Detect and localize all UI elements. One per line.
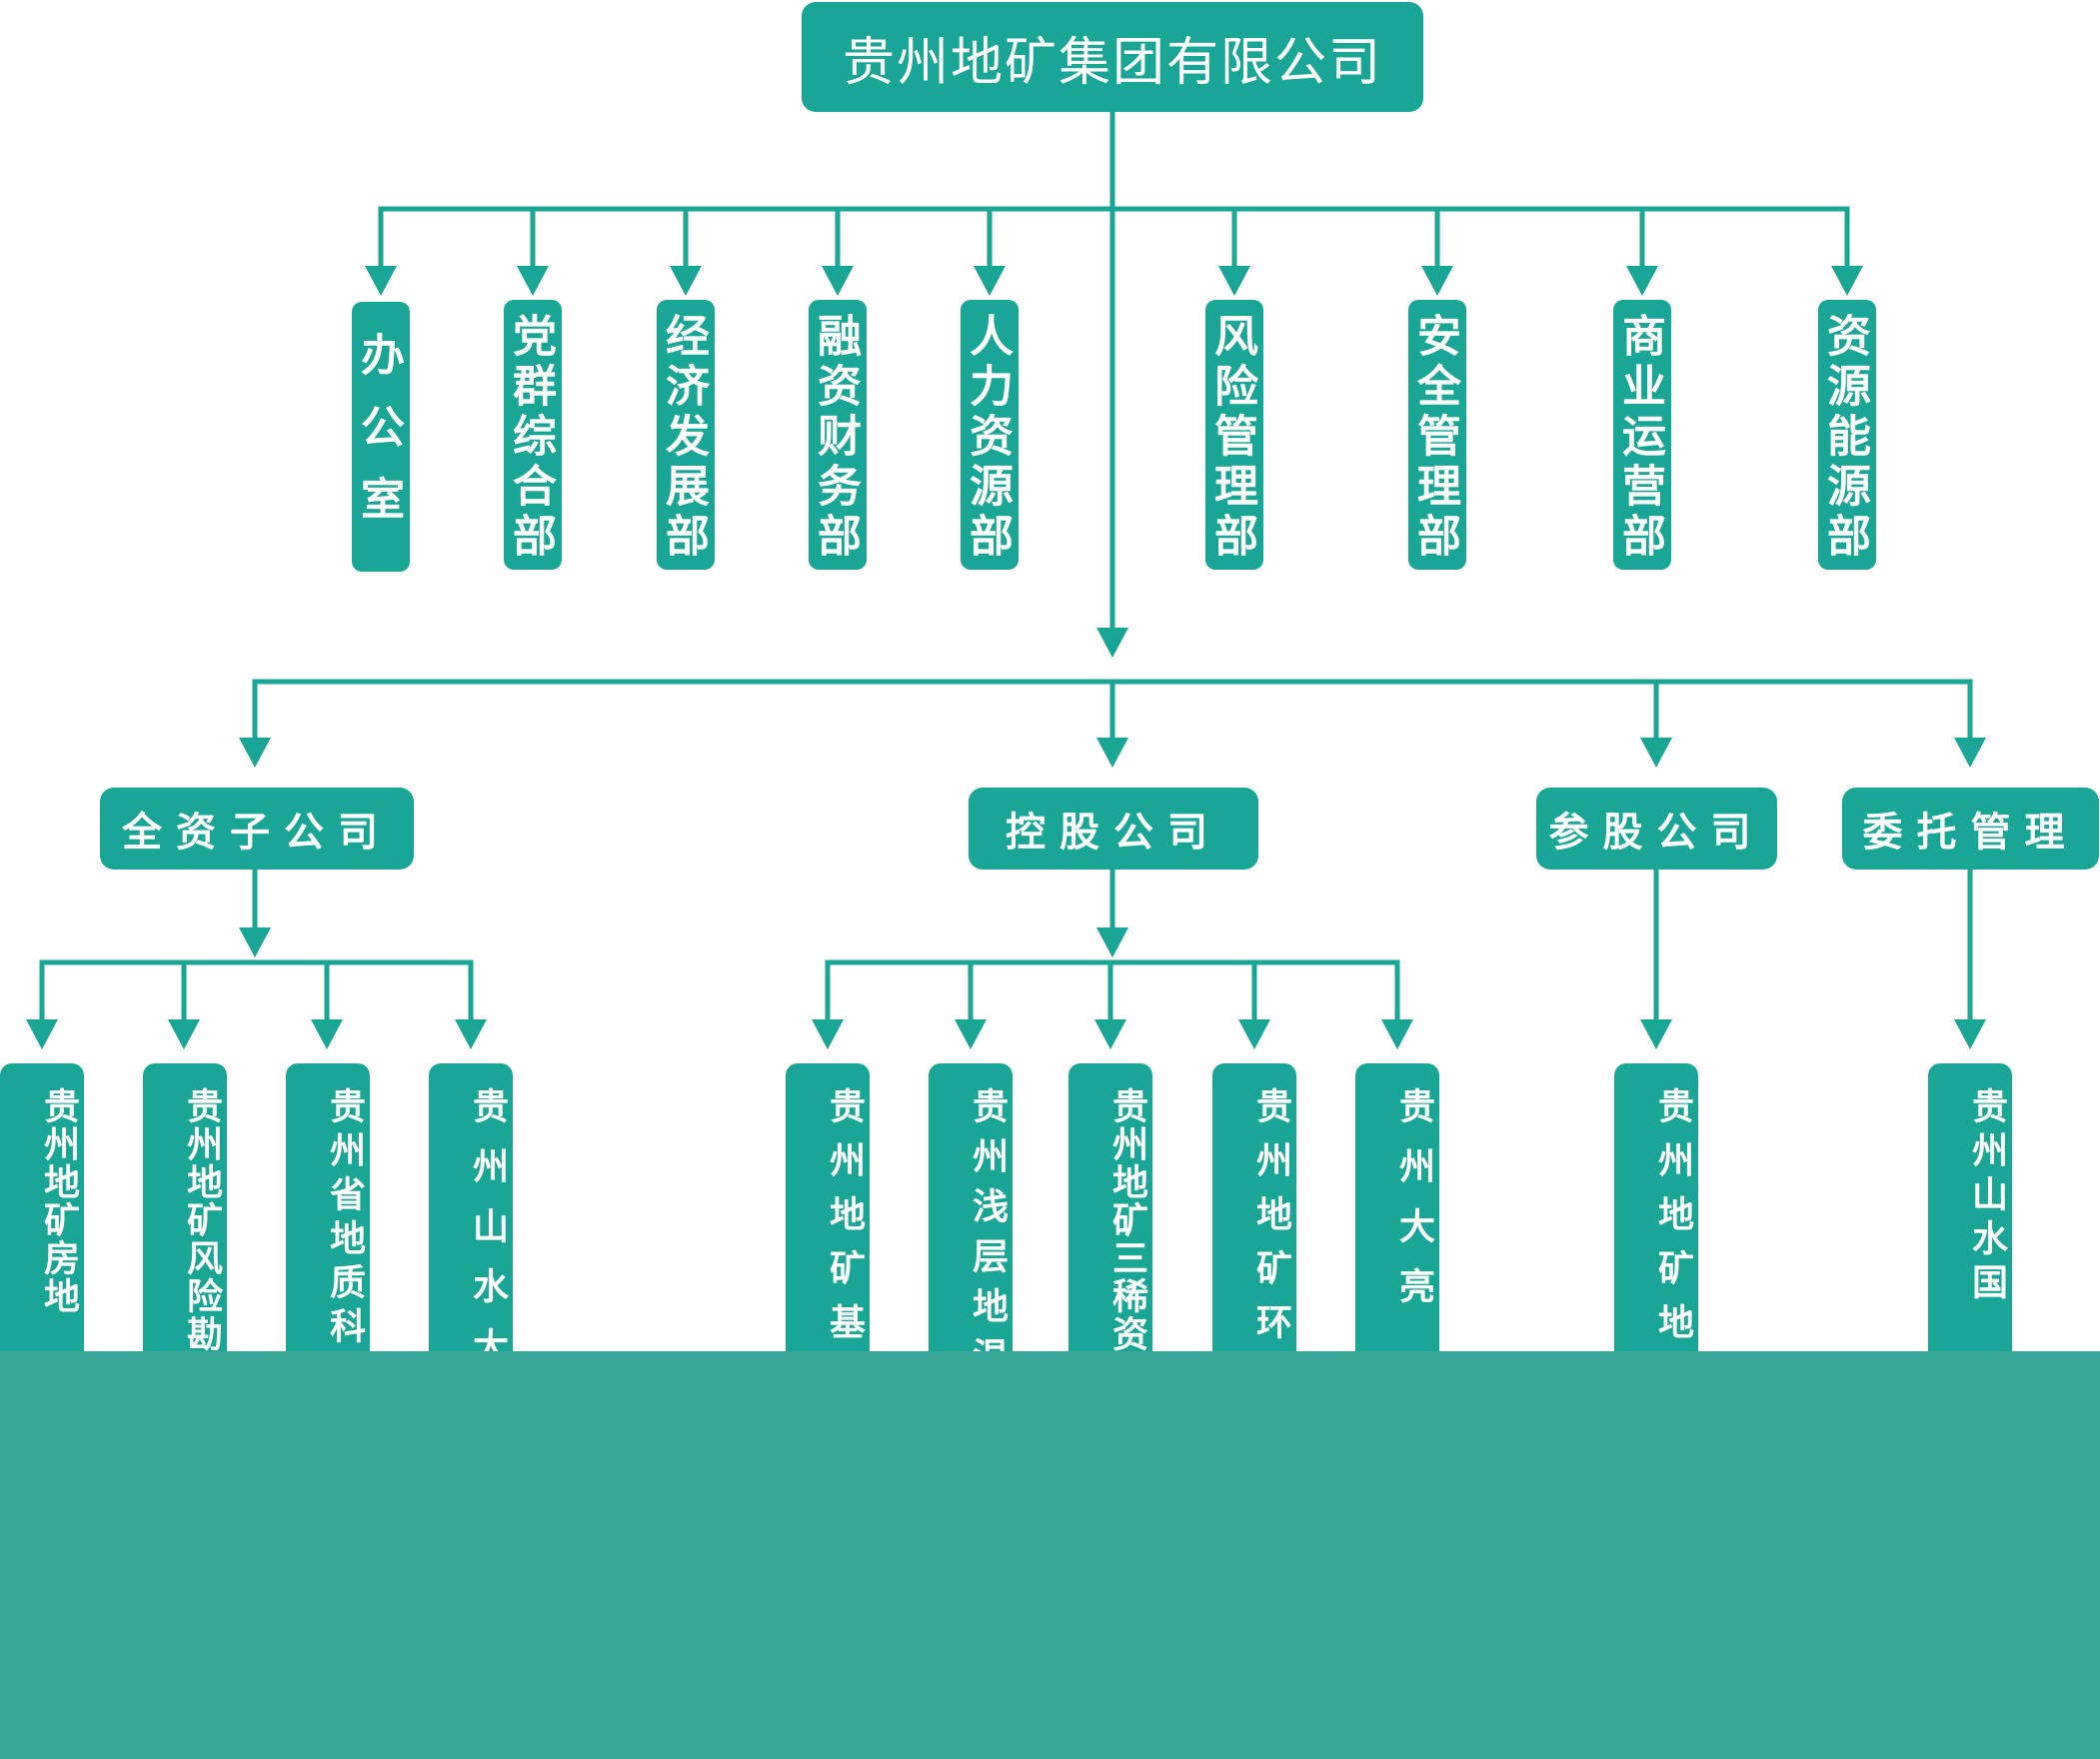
category-participating: 参股公司 <box>1536 788 1777 870</box>
category-entrusted: 委托管理 <box>1842 788 2099 870</box>
category-holding: 控股公司 <box>969 788 1258 870</box>
dept-economic-development: 经济发展部 <box>657 300 715 570</box>
dept-label: 经济发展部 <box>658 313 709 563</box>
subsidiary-label: 贵州地矿环 <box>1250 1087 1291 1357</box>
subsidiary-label: 贵州浅层地温 <box>967 1087 1008 1387</box>
subsidiary-entrusted-1: 贵州山水国 <box>1928 1063 2012 1393</box>
dept-commercial-operations: 商业运营部 <box>1613 300 1671 570</box>
bottom-overlay-band <box>0 1351 2100 1759</box>
subsidiary-label: 贵州省地质科 <box>324 1087 365 1351</box>
category-label: 控股公司 <box>1006 810 1221 856</box>
subsidiary-label: 贵州山水国 <box>1966 1087 2007 1307</box>
subsidiary-holding-1: 贵州地矿基 <box>786 1063 870 1393</box>
subsidiary-label: 贵州地矿三稀资 <box>1106 1087 1147 1353</box>
category-wholly-owned: 全资子公司 <box>100 788 414 870</box>
dept-office: 办公室 <box>352 302 410 572</box>
category-label: 全资子公司 <box>122 810 392 856</box>
category-label: 委托管理 <box>1862 810 2079 856</box>
subsidiary-label: 贵州地矿地 <box>1652 1087 1693 1357</box>
subsidiary-wholly-owned-3: 贵州省地质科 <box>286 1063 370 1393</box>
root-node: 贵州地矿集团有限公司 <box>802 2 1423 112</box>
subsidiary-label: 贵州大亮 <box>1393 1087 1434 1327</box>
subsidiary-label: 贵州地矿房地 <box>38 1087 79 1315</box>
subsidiary-holding-5: 贵州大亮 <box>1355 1063 1439 1393</box>
dept-label: 安全管理部 <box>1409 313 1460 563</box>
subsidiary-participating-1: 贵州地矿地 <box>1614 1063 1698 1393</box>
subsidiary-wholly-owned-4: 贵州山水大 <box>429 1063 513 1393</box>
subsidiary-holding-2: 贵州浅层地温 <box>929 1063 1013 1393</box>
dept-safety-management: 安全管理部 <box>1408 300 1466 570</box>
dept-label: 党群综合部 <box>505 313 556 563</box>
subsidiary-label: 贵州山水大 <box>467 1087 508 1387</box>
dept-resources-energy: 资源能源部 <box>1818 300 1876 570</box>
dept-label: 资源能源部 <box>1819 313 1870 563</box>
subsidiary-holding-3: 贵州地矿三稀资 <box>1068 1063 1152 1393</box>
dept-label: 办公室 <box>353 332 404 548</box>
root-label: 贵州地矿集团有限公司 <box>842 32 1382 93</box>
dept-label: 风险管理部 <box>1206 313 1257 563</box>
dept-party-affairs: 党群综合部 <box>504 300 562 570</box>
dept-risk-management: 风险管理部 <box>1205 300 1263 570</box>
subsidiary-label: 贵州地矿风险勘 <box>181 1087 222 1353</box>
dept-label: 融资财务部 <box>810 313 861 563</box>
subsidiary-wholly-owned-2: 贵州地矿风险勘 <box>143 1063 227 1393</box>
category-label: 参股公司 <box>1548 810 1765 856</box>
dept-finance: 融资财务部 <box>809 300 867 570</box>
subsidiary-holding-4: 贵州地矿环 <box>1212 1063 1296 1393</box>
subsidiary-label: 贵州地矿基 <box>824 1087 865 1357</box>
dept-label: 人力资源部 <box>962 313 1013 563</box>
dept-label: 商业运营部 <box>1614 313 1665 563</box>
subsidiary-wholly-owned-1: 贵州地矿房地 <box>0 1063 84 1393</box>
dept-human-resources: 人力资源部 <box>961 300 1019 570</box>
